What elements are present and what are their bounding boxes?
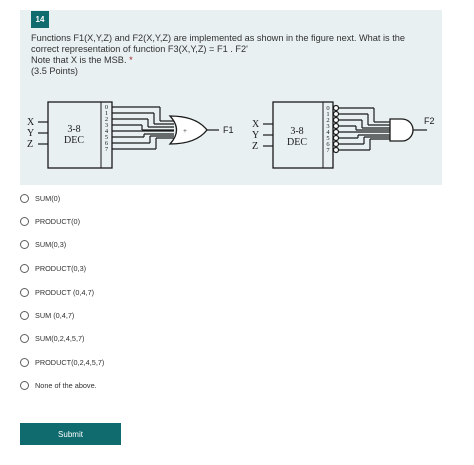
question-line-3: Note that X is the MSB. * bbox=[31, 55, 436, 66]
option-label: SUM (0,4,7) bbox=[35, 310, 75, 320]
question-card: 14 Functions F1(X,Y,Z) and F2(X,Y,Z) are… bbox=[20, 10, 442, 88]
radio-button[interactable] bbox=[20, 287, 29, 297]
left-output-4: 4 bbox=[105, 128, 109, 135]
submit-button[interactable]: Submit bbox=[20, 423, 121, 445]
circuit-diagram: X Y Z 3-8 DEC + F1 0 1 2 3 4 5 6 7 bbox=[27, 101, 435, 169]
right-output-5: 5 bbox=[326, 135, 329, 142]
left-output-3: 3 bbox=[105, 122, 108, 129]
option-label: PRODUCT(0,3) bbox=[35, 263, 87, 273]
question-line-2: correct representation of function F3(X,… bbox=[31, 44, 248, 54]
option-label: SUM(0,2,4,5,7) bbox=[35, 333, 85, 343]
right-output-3: 3 bbox=[326, 123, 329, 130]
option-sum-0[interactable]: SUM(0) bbox=[20, 191, 60, 205]
option-label: SUM(0) bbox=[35, 193, 61, 203]
option-label: PRODUCT (0,4,7) bbox=[35, 287, 95, 297]
right-output-1: 1 bbox=[326, 111, 329, 118]
right-output-6: 6 bbox=[326, 141, 330, 148]
radio-button[interactable] bbox=[20, 263, 29, 273]
option-label: None of the above. bbox=[35, 380, 97, 390]
left-input-z: Z bbox=[27, 139, 33, 150]
right-input-x: X bbox=[252, 119, 260, 130]
left-output-1: 1 bbox=[105, 110, 108, 117]
option-product-0-2-4-5-7[interactable]: PRODUCT(0,2,4,5,7) bbox=[20, 355, 104, 369]
radio-button[interactable] bbox=[20, 333, 29, 343]
question-note: Note that X is the MSB. bbox=[31, 55, 127, 65]
question-number-badge: 14 bbox=[31, 11, 49, 28]
left-output-7: 7 bbox=[105, 146, 109, 153]
option-label: PRODUCT(0) bbox=[35, 216, 80, 226]
right-input-z: Z bbox=[252, 141, 258, 152]
right-input-y: Y bbox=[252, 130, 259, 141]
right-and-gate bbox=[389, 118, 414, 142]
radio-button[interactable] bbox=[20, 193, 29, 203]
left-decoder-label-top: 3-8 bbox=[67, 124, 80, 135]
radio-button[interactable] bbox=[20, 216, 29, 226]
left-circuit bbox=[38, 101, 219, 169]
left-output-5: 5 bbox=[105, 134, 108, 141]
question-text: Functions F1(X,Y,Z) and F2(X,Y,Z) are im… bbox=[31, 33, 436, 77]
left-decoder-box bbox=[47, 101, 113, 169]
right-decoder-box bbox=[272, 101, 334, 169]
right-output-4: 4 bbox=[326, 129, 330, 136]
option-sum-0-2-4-5-7[interactable]: SUM(0,2,4,5,7) bbox=[20, 331, 84, 345]
question-points: (3.5 Points) bbox=[31, 66, 78, 76]
left-output-label: F1 bbox=[223, 125, 234, 135]
left-input-y: Y bbox=[27, 128, 34, 139]
option-sum-0-4-7[interactable]: SUM (0,4,7) bbox=[20, 308, 74, 322]
left-output-6: 6 bbox=[105, 140, 109, 147]
option-label: PRODUCT(0,2,4,5,7) bbox=[35, 357, 105, 367]
option-none-of-the-above[interactable]: None of the above. bbox=[20, 378, 97, 392]
radio-button[interactable] bbox=[20, 380, 29, 390]
radio-button[interactable] bbox=[20, 239, 29, 249]
circuit-diagram-panel: X Y Z 3-8 DEC + F1 0 1 2 3 4 5 6 7 bbox=[20, 88, 442, 185]
left-input-x: X bbox=[27, 117, 35, 128]
left-output-2: 2 bbox=[105, 116, 108, 123]
left-or-gate bbox=[168, 115, 208, 145]
right-circuit bbox=[263, 101, 427, 169]
option-product-0-4-7[interactable]: PRODUCT (0,4,7) bbox=[20, 285, 94, 299]
right-output-7: 7 bbox=[326, 147, 330, 154]
radio-button[interactable] bbox=[20, 310, 29, 320]
option-sum-0-3[interactable]: SUM(0,3) bbox=[20, 237, 66, 251]
right-output-2: 2 bbox=[326, 117, 329, 124]
option-product-0[interactable]: PRODUCT(0) bbox=[20, 214, 80, 228]
question-line-1: Functions F1(X,Y,Z) and F2(X,Y,Z) are im… bbox=[31, 33, 405, 43]
option-label: SUM(0,3) bbox=[35, 239, 67, 249]
right-decoder-label-bottom: DEC bbox=[287, 137, 307, 148]
right-output-0: 0 bbox=[326, 105, 329, 112]
left-decoder-label-bottom: DEC bbox=[64, 135, 84, 146]
required-asterisk: * bbox=[129, 55, 133, 65]
right-decoder-label-top: 3-8 bbox=[290, 126, 303, 137]
left-gate-symbol: + bbox=[183, 127, 187, 135]
radio-button[interactable] bbox=[20, 357, 29, 367]
left-output-0: 0 bbox=[105, 104, 108, 111]
right-output-label: F2 bbox=[424, 116, 435, 126]
option-product-0-3[interactable]: PRODUCT(0,3) bbox=[20, 261, 86, 275]
